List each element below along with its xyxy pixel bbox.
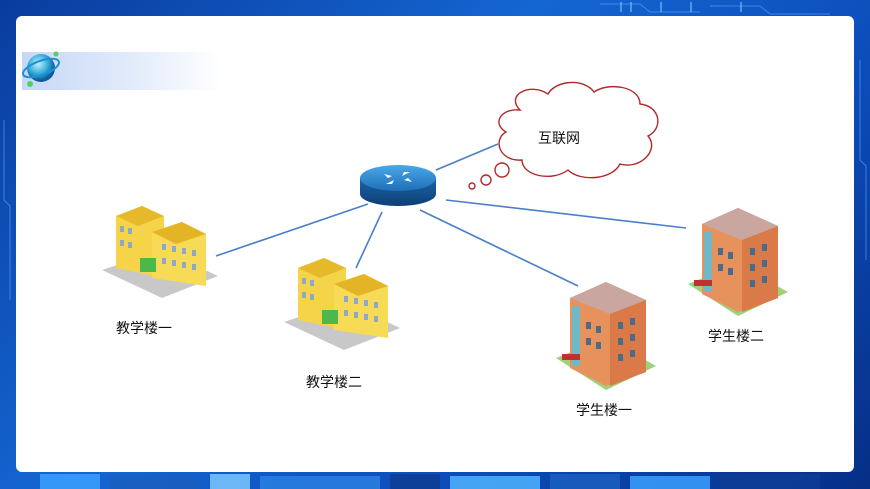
cloud-icon [468,81,659,190]
link-student-1 [419,209,579,287]
building-icon-teaching-2 [284,258,400,350]
building-label-student-2: 学生楼二 [708,329,764,345]
link-student-2 [445,199,687,229]
building-icon-student-2 [688,208,788,316]
building-label-teaching-1: 教学楼一 [116,321,172,337]
building-icon-teaching-1 [102,206,218,298]
router-icon [360,165,436,206]
network-links [215,143,687,287]
building-label-student-1: 学生楼一 [576,403,632,419]
building-icon-student-1 [556,282,656,390]
link-teaching-2 [355,211,383,269]
link-teaching-1 [215,203,369,257]
building-label-teaching-2: 教学楼二 [306,375,362,391]
globe-icon [22,51,61,87]
internet-label: 互联网 [538,131,580,147]
link-internet [435,143,499,171]
